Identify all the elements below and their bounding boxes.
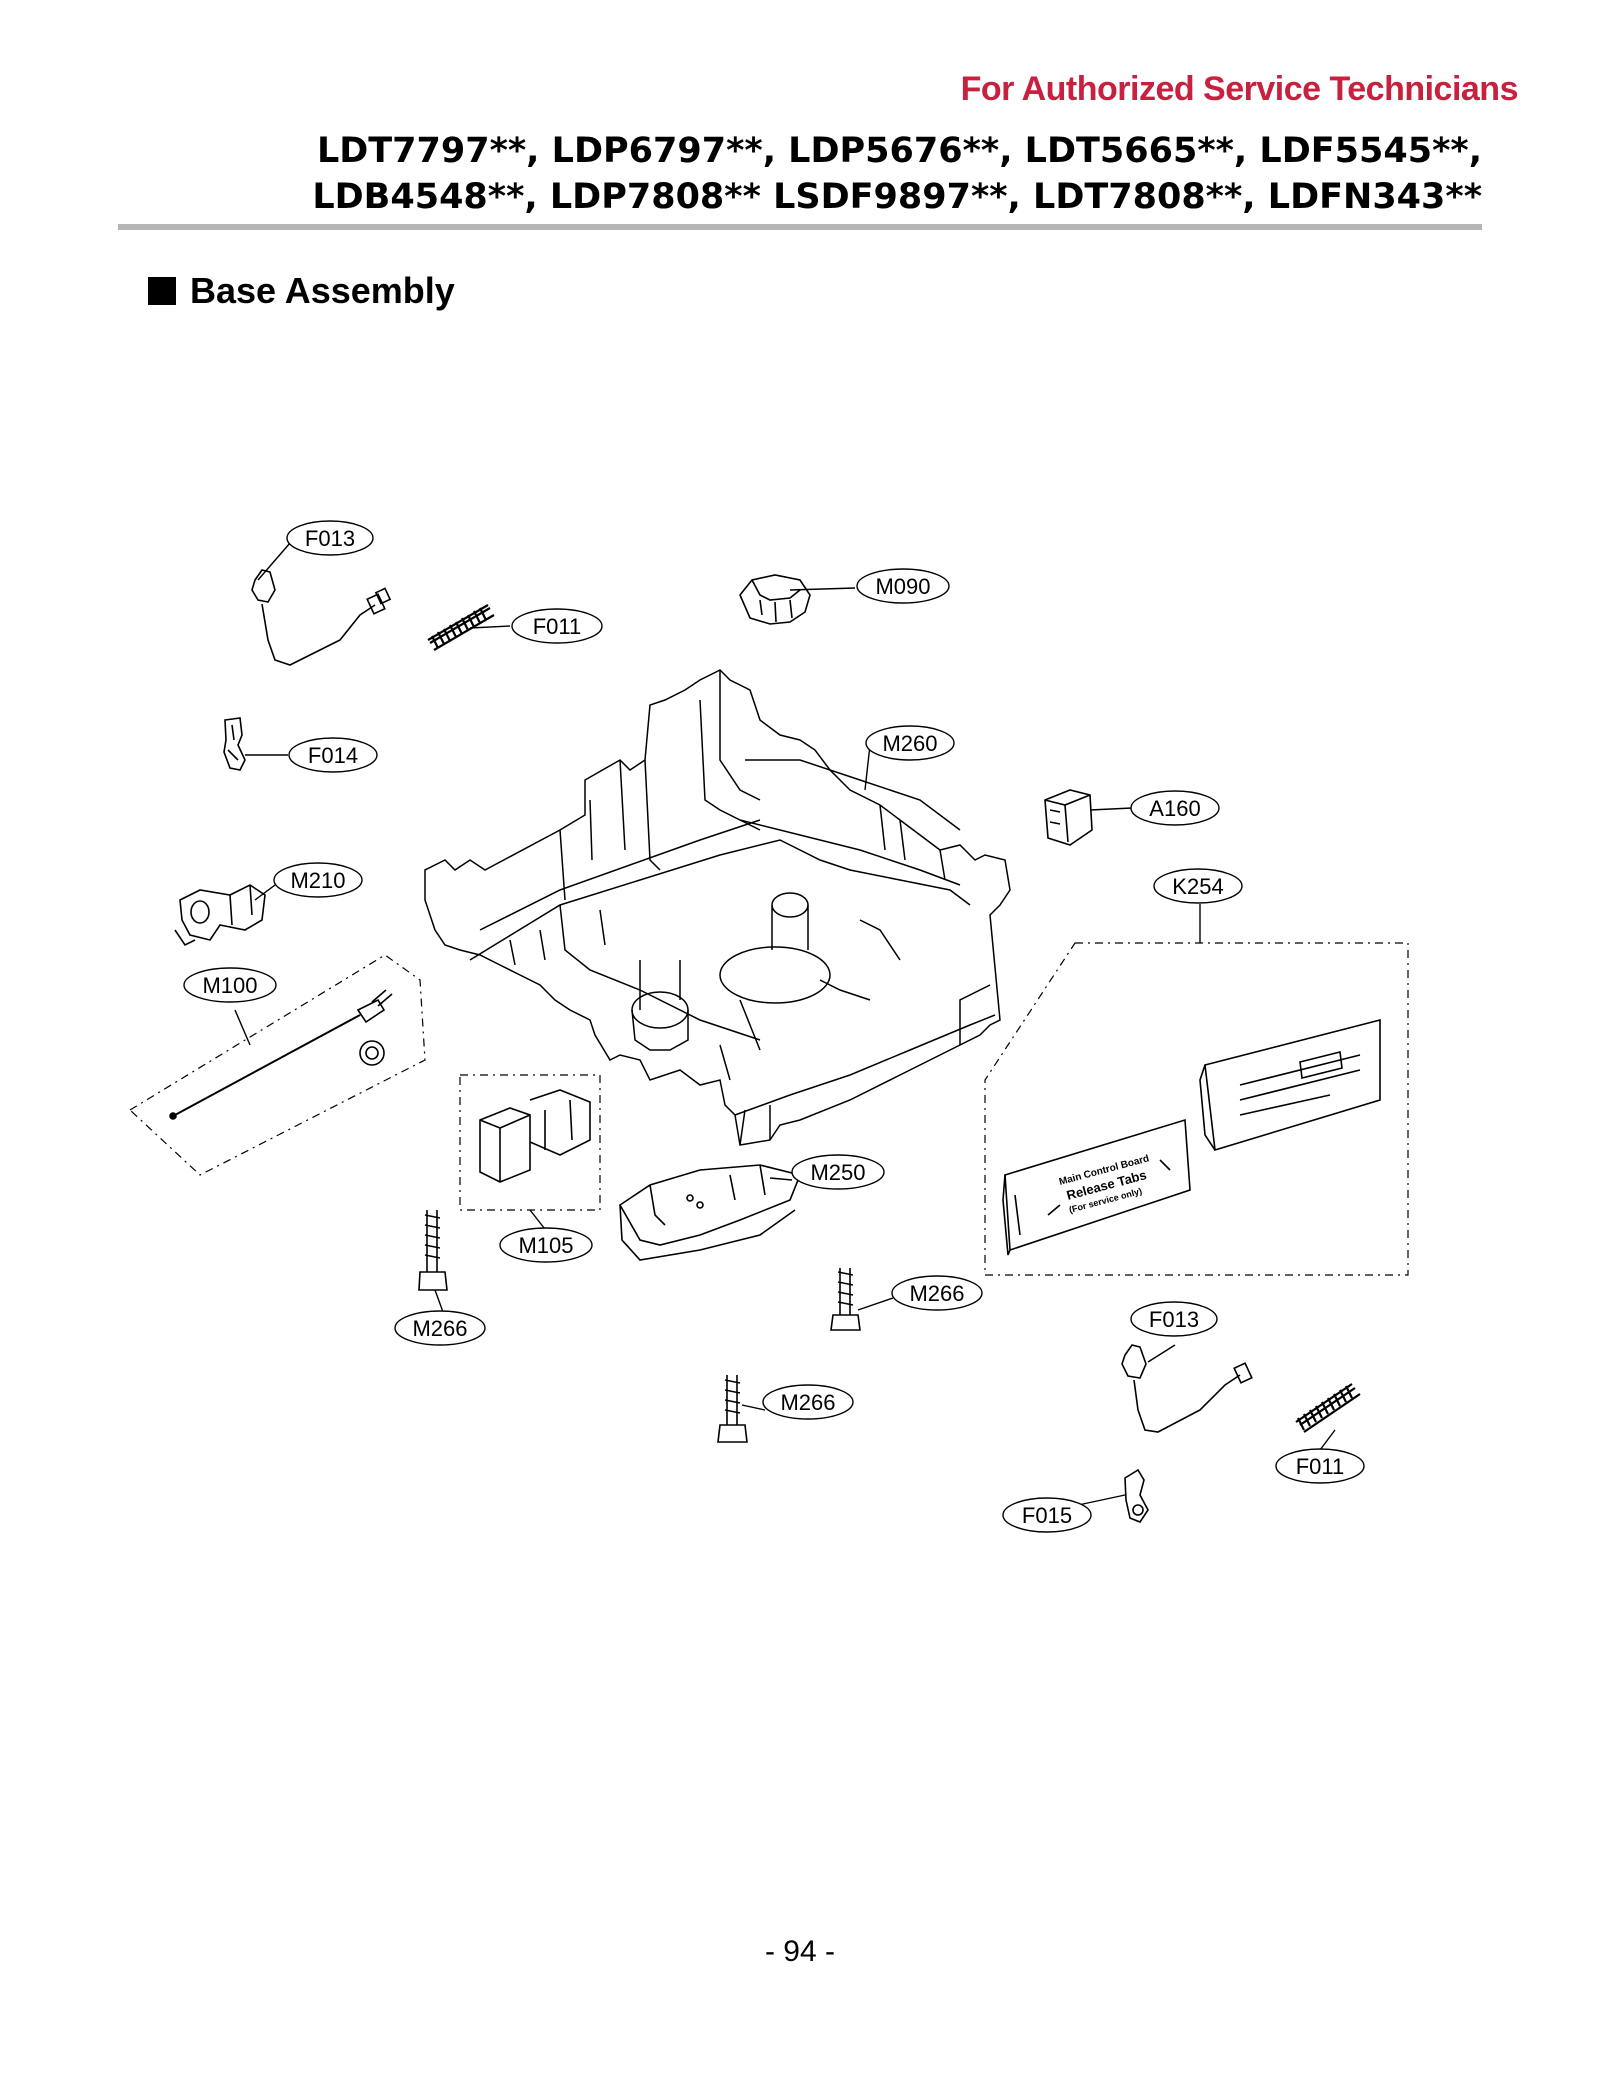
callout-oval-f013-bottom — [1130, 1301, 1218, 1337]
f013-sensor-part-bottom — [1121, 1344, 1253, 1433]
callout-m210: M210 — [290, 868, 345, 893]
m266-screw-part-c — [717, 1375, 748, 1443]
m105-bracket-part — [459, 1074, 601, 1211]
callout-oval-f011-bottom — [1275, 1448, 1365, 1484]
leader-lines — [234, 542, 1336, 1511]
callout-labels: F013 F011 M090 F014 M260 A160 M210 K254 … — [202, 526, 1344, 1528]
callout-oval-m105 — [499, 1227, 593, 1263]
callout-f011-bottom: F011 — [1296, 1454, 1345, 1479]
a160-connector-part — [1044, 789, 1093, 846]
f011-spring-part-bottom — [1295, 1383, 1361, 1433]
m266-screw-part-b — [830, 1268, 861, 1331]
base-tub-part — [424, 669, 1011, 1146]
m250-tray-part — [618, 1164, 802, 1261]
callout-oval-m100 — [183, 967, 277, 1003]
f015-clip-part — [1124, 1468, 1149, 1523]
callout-oval-f011-top — [511, 608, 603, 644]
f011-spring-part-top — [427, 604, 495, 651]
callout-oval-k254 — [1153, 868, 1243, 904]
callout-f013-bottom: F013 — [1149, 1307, 1199, 1332]
m100-shaft-part — [129, 954, 426, 1176]
callout-oval-m266-b — [891, 1275, 983, 1311]
callout-oval-m260 — [865, 725, 955, 761]
model-line-2: LDB4548**, LDP7808** LSDF9897**, LDT7808… — [312, 177, 1482, 217]
callout-k254: K254 — [1172, 874, 1223, 899]
m090-cap-part — [739, 574, 811, 625]
callout-oval-f013-top — [286, 520, 374, 556]
k254-control-board-part: Main Control Board Release Tabs (For ser… — [984, 942, 1409, 1276]
callout-oval-m210 — [273, 862, 363, 898]
callout-oval-a160 — [1130, 790, 1220, 826]
header-rule — [118, 224, 1482, 230]
f013-sensor-part-top — [251, 569, 392, 666]
m210-valve-part — [174, 884, 266, 947]
callout-oval-f014 — [288, 737, 378, 773]
callout-f015: F015 — [1022, 1503, 1072, 1528]
callout-oval-f015 — [1002, 1497, 1092, 1533]
m266-screw-part-a — [418, 1210, 448, 1291]
square-bullet-icon — [148, 277, 176, 305]
callout-a160: A160 — [1149, 796, 1200, 821]
callout-m250: M250 — [810, 1160, 865, 1185]
callout-oval-m266-c — [762, 1384, 854, 1420]
callout-m105: M105 — [518, 1233, 573, 1258]
callout-m100: M100 — [202, 973, 257, 998]
callout-f013-top: F013 — [305, 526, 355, 551]
callout-m090: M090 — [875, 574, 930, 599]
callout-m266-b: M266 — [909, 1281, 964, 1306]
callout-m260: M260 — [882, 731, 937, 756]
model-list: LDT7797**, LDP6797**, LDP5676**, LDT5665… — [312, 128, 1482, 220]
callout-f011-top: F011 — [533, 614, 582, 639]
authorized-tag: For Authorized Service Technicians — [960, 70, 1519, 108]
callout-f014: F014 — [308, 743, 358, 768]
callout-m266-a: M266 — [412, 1316, 467, 1341]
callout-m266-c: M266 — [780, 1390, 835, 1415]
section-heading: Base Assembly — [148, 270, 455, 312]
page-number: - 94 - — [764, 1935, 836, 1968]
section-title: Base Assembly — [190, 270, 455, 311]
f014-clip-part — [223, 717, 246, 771]
model-line-1: LDT7797**, LDP6797**, LDP5676**, LDT5665… — [316, 131, 1482, 171]
callout-oval-m250 — [791, 1154, 885, 1190]
callout-ovals — [183, 520, 1365, 1533]
callout-oval-m090 — [856, 568, 950, 604]
callout-oval-m266-a — [394, 1310, 486, 1346]
